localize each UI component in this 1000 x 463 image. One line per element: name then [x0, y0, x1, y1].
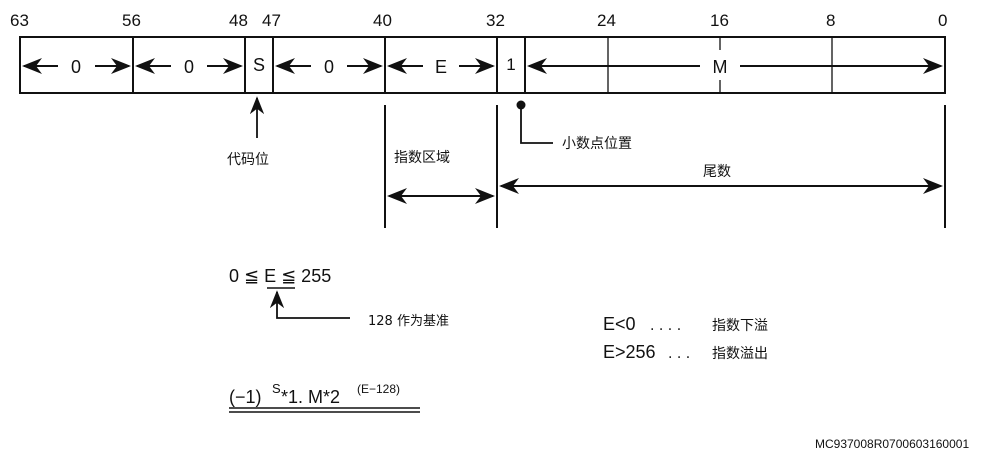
decimal-point-label: 小数点位置 — [562, 136, 632, 152]
field-zero-47-40: 0 — [324, 57, 334, 77]
formula-mid: *1. M*2 — [281, 387, 340, 407]
mantissa-label: 尾数 — [703, 164, 731, 180]
field-sign: S — [253, 55, 265, 75]
bias-note: 128 作为基准 — [368, 314, 449, 329]
document-id: MC937008R0700603160001 — [815, 437, 969, 451]
field-hidden-one: 1 — [506, 55, 515, 74]
register-box — [19, 36, 946, 94]
overflow-dots: . . . — [668, 346, 690, 362]
exponent-range: 0 ≦ E ≦ 255 — [229, 266, 331, 286]
field-mantissa: M — [713, 57, 728, 77]
bit-label-32: 32 — [486, 11, 505, 30]
bit-label-48: 48 — [229, 11, 248, 30]
formula-sup-sign: S — [272, 381, 281, 396]
bit-label-40: 40 — [373, 11, 392, 30]
decimal-point-leader — [520, 105, 553, 144]
field-zero-55-48: 0 — [184, 57, 194, 77]
bias-pointer-arrow — [269, 290, 350, 319]
bit-labels: 63 56 48 47 40 32 24 16 8 0 — [10, 11, 947, 30]
bit-label-0: 0 — [938, 11, 947, 30]
field-zero-63-56: 0 — [71, 57, 81, 77]
underflow-condition: E<0 — [603, 314, 636, 334]
sign-bit-label: 代码位 — [227, 152, 269, 168]
bit-label-47: 47 — [262, 11, 281, 30]
overflow-label: 指数溢出 — [712, 346, 768, 362]
bit-label-8: 8 — [826, 11, 835, 30]
bit-label-63: 63 — [10, 11, 29, 30]
underflow-label: 指数下溢 — [712, 318, 768, 334]
extent-lines — [384, 105, 946, 228]
formula-base: (−1) — [229, 387, 262, 407]
bit-label-56: 56 — [122, 11, 141, 30]
value-formula: (−1) S *1. M*2 (E−128) — [229, 381, 420, 413]
field-exponent: E — [435, 57, 447, 77]
exponent-area-label: 指数区域 — [394, 150, 450, 166]
overflow-condition: E>256 — [603, 342, 656, 362]
formula-sup-exponent: (E−128) — [357, 382, 400, 396]
bit-label-24: 24 — [597, 11, 616, 30]
bit-label-16: 16 — [710, 11, 729, 30]
underflow-dots: . . . . — [650, 318, 681, 334]
